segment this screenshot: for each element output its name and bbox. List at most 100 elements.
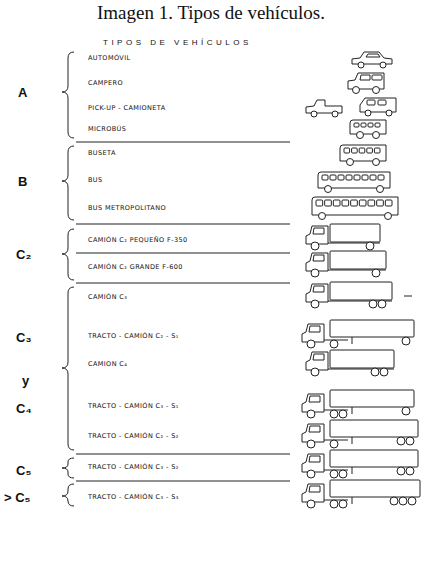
vehicle-name: MICROBÚS bbox=[88, 125, 126, 133]
wheel bbox=[325, 186, 332, 193]
wheel bbox=[307, 340, 315, 348]
figure-title: Imagen 1. Tipos de vehículos. bbox=[0, 2, 422, 24]
vehicle-outline bbox=[352, 52, 392, 64]
wheel bbox=[397, 437, 405, 445]
wheel bbox=[390, 497, 398, 505]
vehicle-outline bbox=[344, 148, 350, 153]
wheel bbox=[397, 467, 405, 475]
vehicle-name: TRACTO - CAMIÓN C₃ - S₁ bbox=[88, 402, 179, 410]
wheel bbox=[311, 300, 319, 308]
vehicle-outline bbox=[359, 200, 366, 206]
separator-line bbox=[76, 283, 290, 284]
vehicle-outline bbox=[312, 197, 398, 215]
vehicle-outline bbox=[333, 200, 340, 206]
vehicle-name: TRACTO - CAMIÓN C₂ - S₂ bbox=[88, 432, 179, 440]
wheel bbox=[380, 368, 388, 376]
vehicle-outline bbox=[306, 284, 328, 302]
separator-line bbox=[76, 224, 290, 225]
vehicle-name: TRACTO - CAMIÓN C₃ - S₃ bbox=[88, 493, 179, 501]
group-brace bbox=[62, 52, 74, 138]
wheel bbox=[372, 269, 380, 277]
vehicle-outline bbox=[350, 120, 386, 134]
vehicle-outline bbox=[362, 175, 368, 180]
wheel bbox=[406, 437, 414, 445]
separator-line bbox=[76, 253, 290, 254]
group-brace bbox=[62, 287, 74, 450]
wheel bbox=[402, 407, 410, 415]
vehicle-name: CAMIÓN C₂ GRANDE F-600 bbox=[88, 263, 183, 271]
wheel bbox=[307, 470, 315, 478]
vehicle-outline bbox=[368, 123, 373, 127]
wheel bbox=[330, 440, 338, 448]
vehicle-outline bbox=[354, 123, 359, 127]
vehicle-outline bbox=[340, 145, 386, 161]
group-letter: C₄ bbox=[16, 401, 32, 416]
wheel bbox=[378, 300, 386, 308]
vehicle-name: CAMPERO bbox=[88, 79, 123, 87]
wheel bbox=[406, 467, 414, 475]
group-letter: C₃ bbox=[16, 330, 31, 345]
vehicle-outline bbox=[338, 175, 344, 180]
wheel bbox=[339, 410, 347, 418]
vehicle-outline bbox=[306, 352, 328, 370]
vehicle-name: CAMIÓN C₂ PEQUEÑO F-350 bbox=[88, 236, 188, 244]
wheel bbox=[311, 242, 319, 250]
vehicle-outline bbox=[352, 148, 358, 153]
wheel bbox=[339, 500, 347, 508]
wheel bbox=[330, 410, 338, 418]
wheel bbox=[386, 110, 392, 116]
vehicle-outline bbox=[330, 175, 336, 180]
vehicle-outline bbox=[302, 484, 324, 502]
group-letter: B bbox=[18, 174, 27, 189]
vehicle-name: BUS bbox=[88, 176, 103, 184]
vehicle-outline bbox=[352, 407, 353, 414]
wheel bbox=[373, 132, 380, 139]
wheel bbox=[408, 497, 416, 505]
vehicle-outline bbox=[309, 326, 320, 332]
wheel bbox=[377, 186, 384, 193]
vehicle-outline bbox=[359, 148, 365, 153]
group-letter: C₂ bbox=[16, 247, 31, 262]
vehicle-outline bbox=[325, 200, 332, 206]
vehicle-outline bbox=[330, 251, 386, 269]
vehicle-outline bbox=[330, 420, 418, 437]
wheel bbox=[358, 62, 364, 68]
wheel bbox=[380, 62, 386, 68]
group-letter: C₅ bbox=[16, 463, 31, 478]
vehicle-outline bbox=[352, 337, 353, 344]
vehicle-outline bbox=[374, 148, 380, 153]
vehicle-name: TRACTO - CAMIÓN C₂ - S₁ bbox=[88, 332, 179, 340]
vehicle-outline bbox=[330, 320, 414, 337]
wheel bbox=[319, 213, 326, 220]
wheel bbox=[330, 500, 338, 508]
vehicle-outline bbox=[302, 324, 324, 342]
vehicle-outline bbox=[330, 480, 420, 497]
group-brace bbox=[62, 229, 74, 280]
wheel bbox=[311, 111, 317, 117]
vehicle-outline bbox=[313, 354, 324, 360]
wheel bbox=[353, 87, 360, 94]
vehicle-outline bbox=[361, 123, 366, 127]
vehicle-outline bbox=[352, 437, 353, 444]
vehicle-outline bbox=[360, 75, 370, 80]
group-brace bbox=[62, 146, 74, 220]
wheel bbox=[369, 300, 377, 308]
wheel bbox=[330, 470, 338, 478]
wheel bbox=[332, 111, 338, 117]
vehicle-outline bbox=[354, 175, 360, 180]
group-letter: y bbox=[22, 373, 29, 388]
vehicle-outline bbox=[372, 75, 382, 80]
group-letter: A bbox=[18, 85, 27, 100]
vehicle-outline bbox=[368, 200, 375, 206]
vehicle-outline bbox=[404, 296, 412, 297]
wheel bbox=[371, 368, 379, 376]
vehicle-outline bbox=[367, 148, 373, 153]
wheel bbox=[307, 440, 315, 448]
vehicle-outline bbox=[352, 467, 353, 474]
vehicle-outline bbox=[302, 454, 324, 472]
wheel bbox=[385, 213, 392, 220]
vehicle-name: BUSETA bbox=[88, 149, 116, 157]
vehicle-outline bbox=[313, 255, 324, 261]
vehicle-outline bbox=[378, 175, 384, 180]
